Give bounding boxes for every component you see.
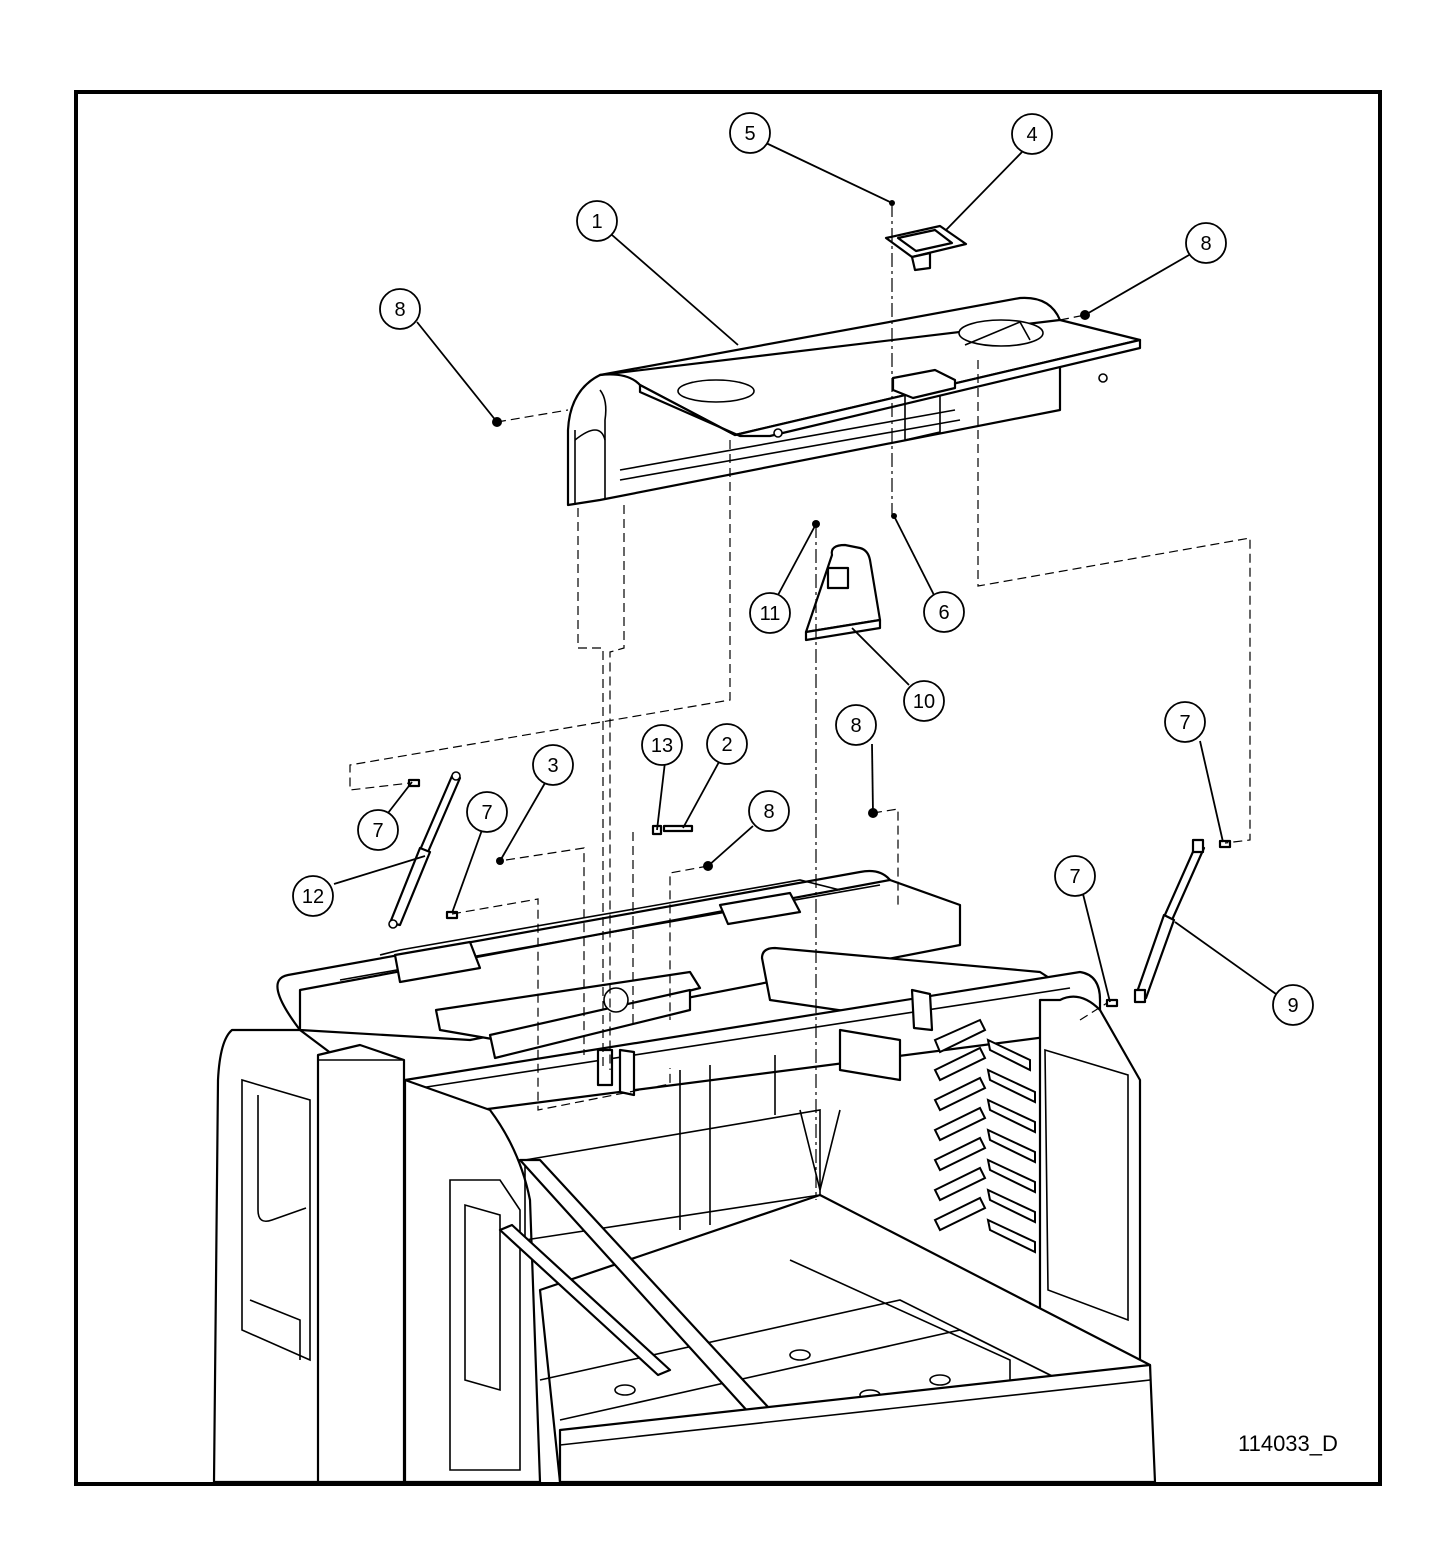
machine-frame	[212, 869, 1157, 1484]
callout-8d: 8	[748, 790, 790, 832]
callout-7b: 7	[466, 791, 508, 833]
callout-1-label: 1	[591, 211, 602, 233]
callout-1: 1	[576, 200, 618, 242]
leader-lines	[333, 142, 1277, 1003]
callout-3: 3	[532, 744, 574, 786]
callout-8a: 8	[379, 288, 421, 330]
callout-2-label: 2	[721, 734, 732, 756]
callout-9: 9	[1272, 984, 1314, 1026]
drawing-number: 114033_D	[1238, 1431, 1338, 1456]
callout-8c-label: 8	[850, 715, 861, 737]
callout-7d: 7	[1164, 701, 1206, 743]
callout-10: 10	[903, 680, 945, 722]
callout-8b: 8	[1185, 222, 1227, 264]
callout-7c-label: 7	[1069, 866, 1080, 888]
callout-7a: 7	[357, 809, 399, 851]
callout-12-label: 12	[302, 886, 324, 908]
callout-6: 6	[923, 591, 965, 633]
callout-4: 4	[1011, 113, 1053, 155]
callout-7c: 7	[1054, 855, 1096, 897]
callout-10-label: 10	[913, 691, 935, 713]
callout-7a-label: 7	[372, 820, 383, 842]
louver-vents	[933, 1018, 1036, 1254]
callout-8d-label: 8	[763, 801, 774, 823]
bracket-part-10	[804, 543, 882, 642]
callout-13: 13	[641, 724, 683, 766]
callout-8c: 8	[835, 704, 877, 746]
callout-9-label: 9	[1287, 995, 1298, 1017]
drawing-frame	[74, 90, 1382, 1486]
assembly-lines	[349, 203, 1251, 1200]
gas-spring-part-9	[1133, 838, 1206, 1004]
callout-4-label: 4	[1026, 124, 1037, 146]
cover-panel-part-1	[566, 296, 1142, 507]
callout-13-label: 13	[651, 735, 673, 757]
callout-5-label: 5	[744, 123, 755, 145]
callout-11-label: 11	[760, 603, 781, 625]
callout-7d-label: 7	[1179, 712, 1190, 734]
callout-12: 12	[292, 875, 334, 917]
gas-spring-part-12	[388, 771, 462, 929]
latch-part-4	[884, 224, 968, 272]
callout-6-label: 6	[938, 602, 949, 624]
callout-5: 5	[729, 112, 771, 154]
callout-11: 11	[749, 592, 791, 634]
callout-8a-label: 8	[394, 299, 405, 321]
callout-8b-label: 8	[1200, 233, 1211, 255]
callout-3-label: 3	[547, 755, 558, 777]
callout-2: 2	[706, 723, 748, 765]
callout-7b-label: 7	[481, 802, 492, 824]
